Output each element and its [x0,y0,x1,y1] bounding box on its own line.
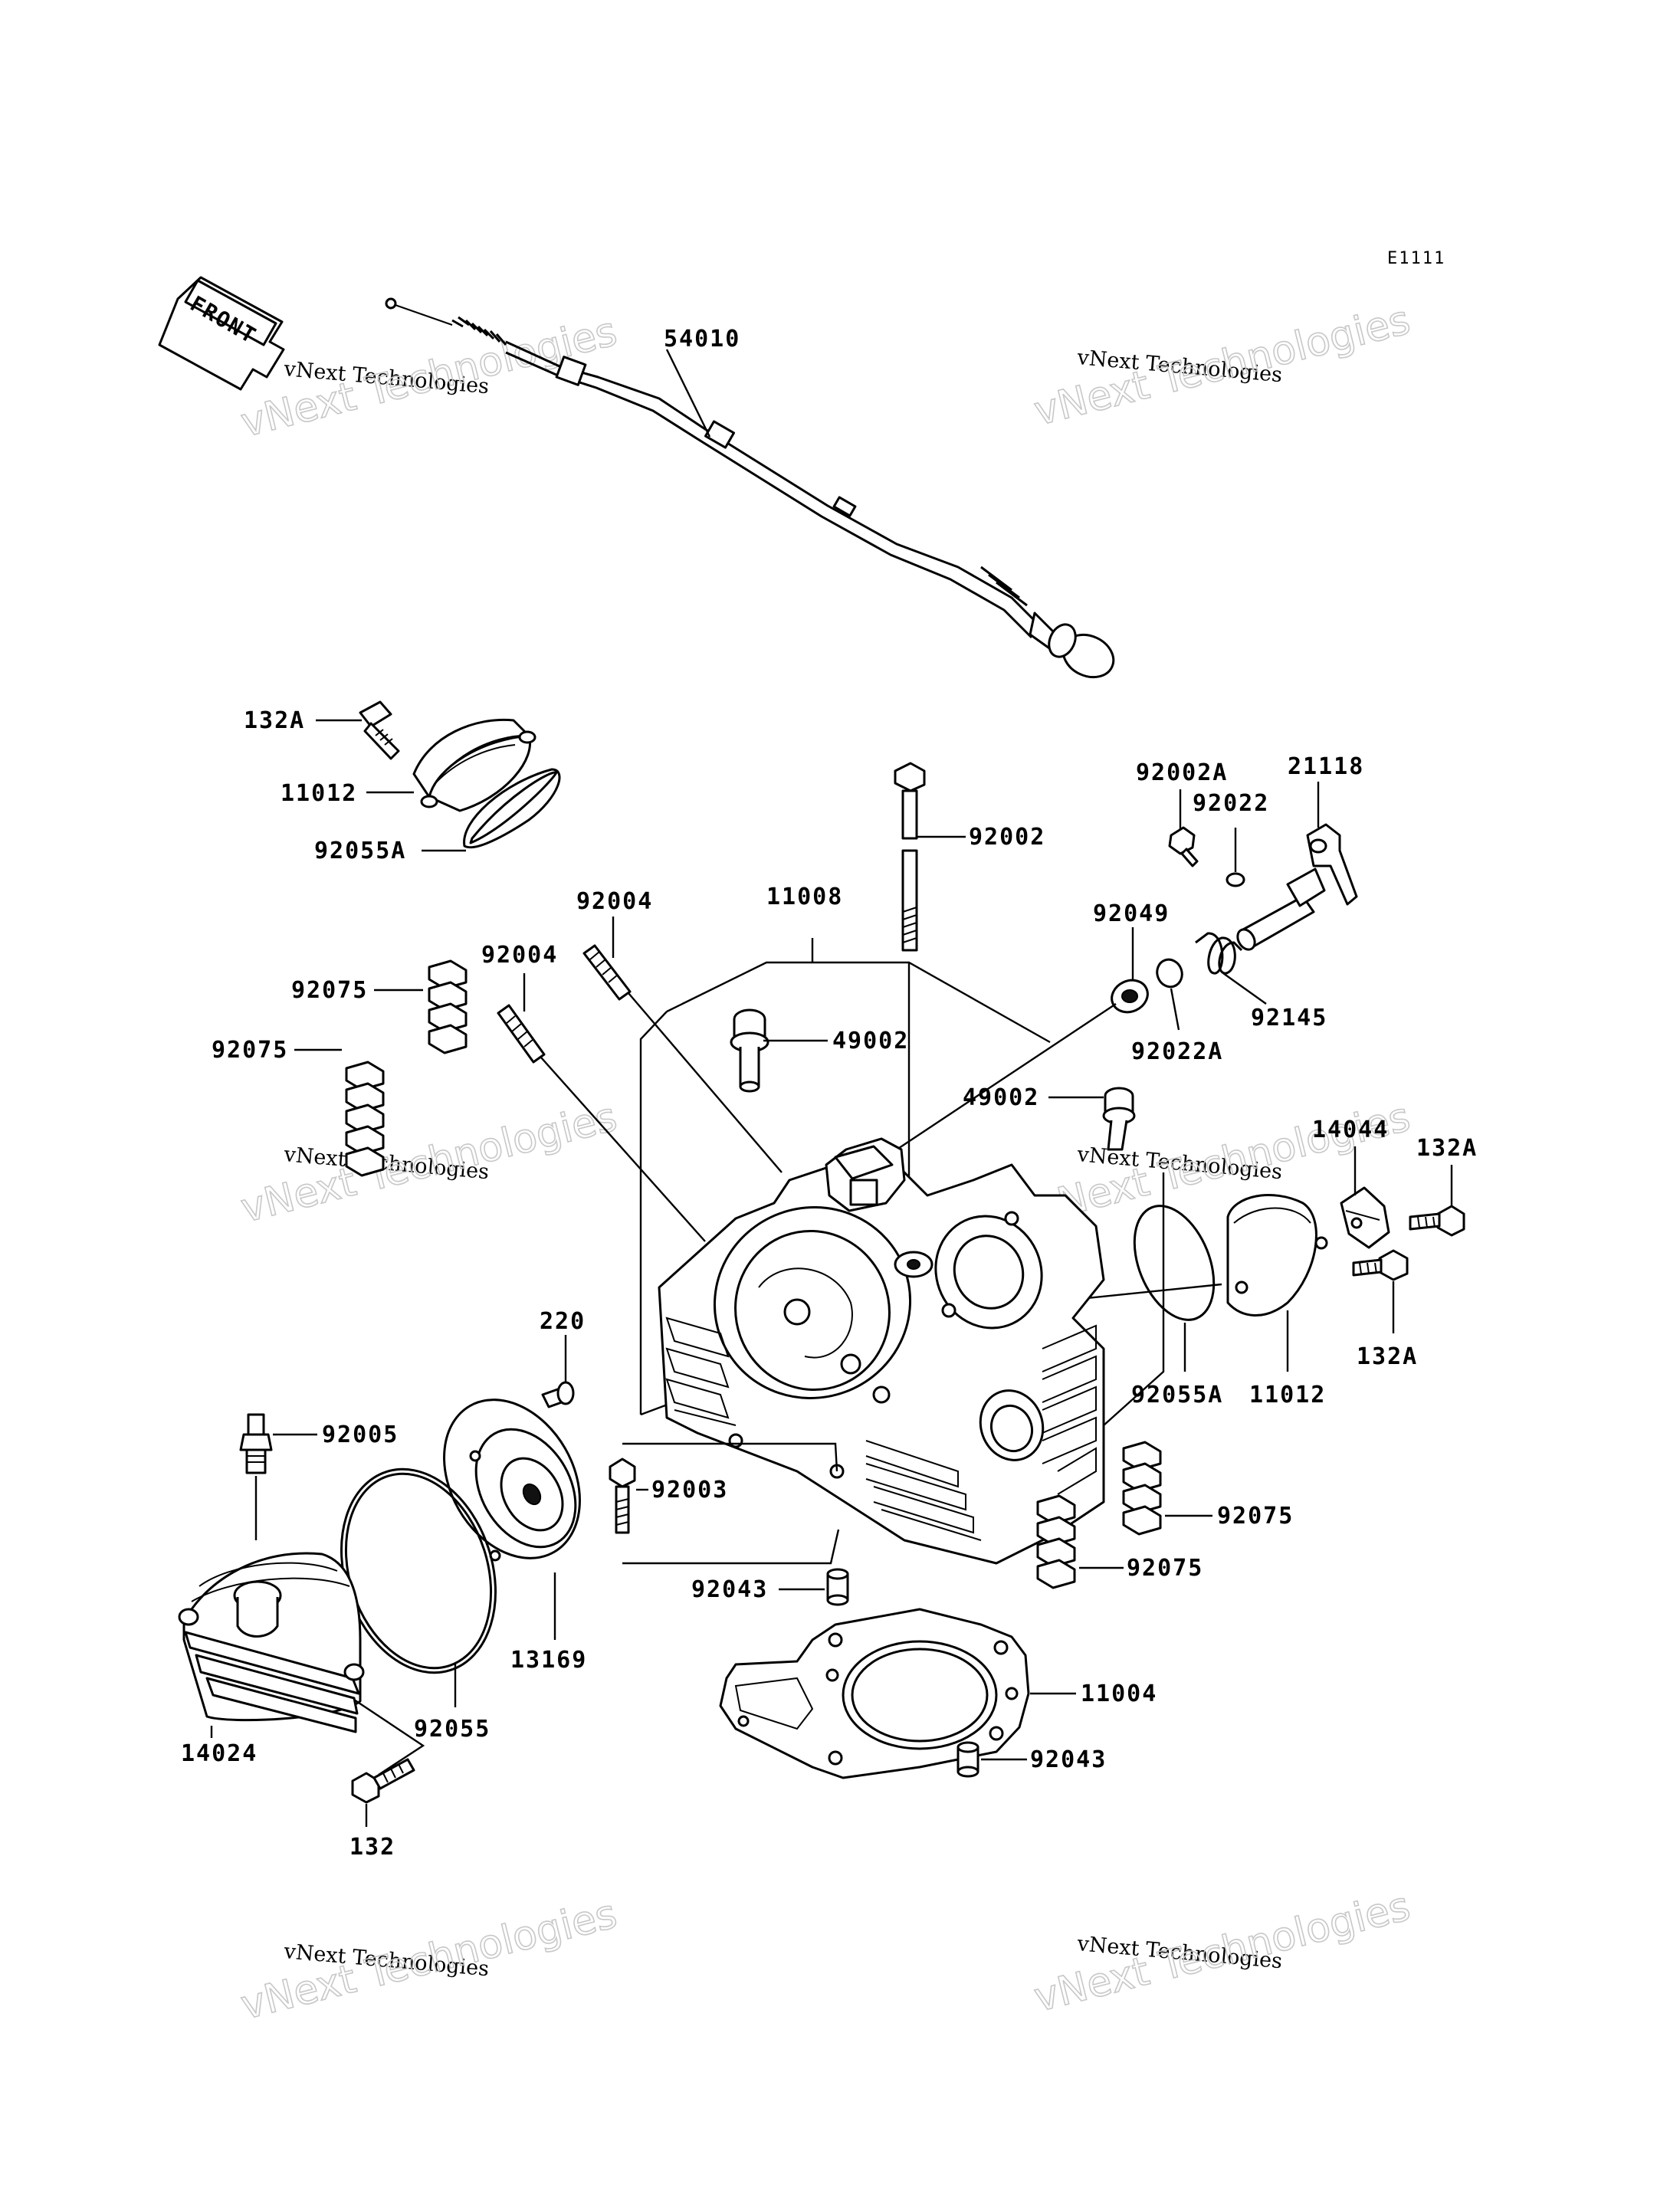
bolt-92003 [609,1458,636,1534]
callout-132a: 132A [1357,1343,1418,1370]
cover-11012-right [1226,1194,1328,1317]
callout-92145: 92145 [1251,1005,1327,1031]
callout-92004: 92004 [481,942,558,969]
watermark: vNext Technologies vNext Technologies [1029,1883,1416,2022]
gasket-11004 [719,1608,1030,1779]
valve-seal-49002-b [1102,1087,1136,1151]
callout-92055a: 92055A [314,838,406,864]
callout-92055: 92055 [414,1716,491,1743]
bolt-92002 [894,762,926,952]
callout-92022: 92022 [1193,790,1269,817]
diagram-code: E1111 [1387,249,1445,268]
callout-92075: 92075 [1127,1555,1203,1582]
bolt-132 [351,1758,415,1804]
front-arrow-icon: FRONT [158,276,285,391]
shims-92075-b [345,1061,385,1177]
bracket-14044 [1340,1186,1390,1249]
gasket-92055a-top [463,768,561,849]
callout-92075: 92075 [212,1037,288,1064]
callout-92002: 92002 [969,824,1045,851]
watermark: vNext Technologies vNext Technologies [236,1890,622,2029]
callout-92043: 92043 [1030,1746,1107,1773]
callout-92002a: 92002A [1136,759,1228,786]
gasket-92055a-right [1133,1205,1216,1321]
callout-92003: 92003 [651,1477,728,1503]
dowel-92043-b [956,1741,979,1778]
shims-92075-c [1122,1441,1162,1536]
callout-49002: 49002 [832,1028,909,1054]
stud-92004-a [582,944,632,1001]
leader-line [1170,988,1180,1031]
fitting-92005 [239,1413,273,1474]
callout-92049: 92049 [1093,900,1170,927]
bolt-132a-right-upper [1409,1205,1465,1237]
leader-line [622,1442,838,1472]
callout-54010: 54010 [664,326,740,353]
washer-92022 [1226,872,1245,887]
cover-11012-top [412,718,536,812]
callout-14044: 14044 [1312,1117,1389,1143]
bolt-132a-right-lower [1352,1249,1409,1281]
leader-line [353,1699,425,1776]
callout-11012: 11012 [1249,1382,1326,1408]
leader-line [665,349,711,438]
leader-line [540,1057,706,1242]
plate-13169 [443,1399,581,1562]
callout-13169: 13169 [510,1647,587,1674]
callout-92075: 92075 [291,977,368,1004]
screw-220 [541,1381,575,1408]
choke-cable-54010 [385,297,1115,679]
washer-92022a [1156,958,1183,989]
callout-132a: 132A [1416,1135,1478,1162]
stud-92004-b [497,1004,546,1064]
callout-92055a: 92055A [1131,1382,1223,1408]
dowel-92043-a [826,1568,849,1606]
callout-11008: 11008 [766,884,843,910]
seal-92049 [1111,979,1149,1014]
watermark: vNext Technologies vNext Technologies [236,1094,622,1232]
callout-132a: 132A [244,707,305,734]
callout-14024: 14024 [181,1740,258,1767]
callout-92022a: 92022A [1131,1038,1223,1065]
leader-line [622,1529,840,1565]
callout-132: 132 [349,1834,395,1861]
callout-11004: 11004 [1081,1681,1157,1707]
callout-92075: 92075 [1217,1503,1294,1530]
shims-92075-d [1036,1494,1076,1589]
cylinder-head-11008 [639,1011,1165,1565]
callout-92043: 92043 [691,1576,768,1603]
bolt-132a [359,700,400,760]
watermark: vNext Technologies vNext Technologies [1029,297,1416,435]
spring-92145 [1195,932,1243,975]
leader-line [628,992,783,1173]
callout-11012: 11012 [281,780,357,807]
callout-92005: 92005 [322,1421,399,1448]
leader-line [873,1003,1117,1166]
callout-21118: 21118 [1288,753,1364,780]
leader-line [1222,972,1267,1005]
shaft-lever-21118 [1236,823,1358,951]
callout-49002: 49002 [963,1084,1039,1111]
shims-92075-a [428,959,468,1054]
callout-92004: 92004 [576,888,653,915]
callout-220: 220 [540,1308,586,1335]
cap-14024 [178,1552,365,1733]
valve-seal-49002-a [730,1008,769,1093]
bolt-92002a [1168,826,1199,867]
